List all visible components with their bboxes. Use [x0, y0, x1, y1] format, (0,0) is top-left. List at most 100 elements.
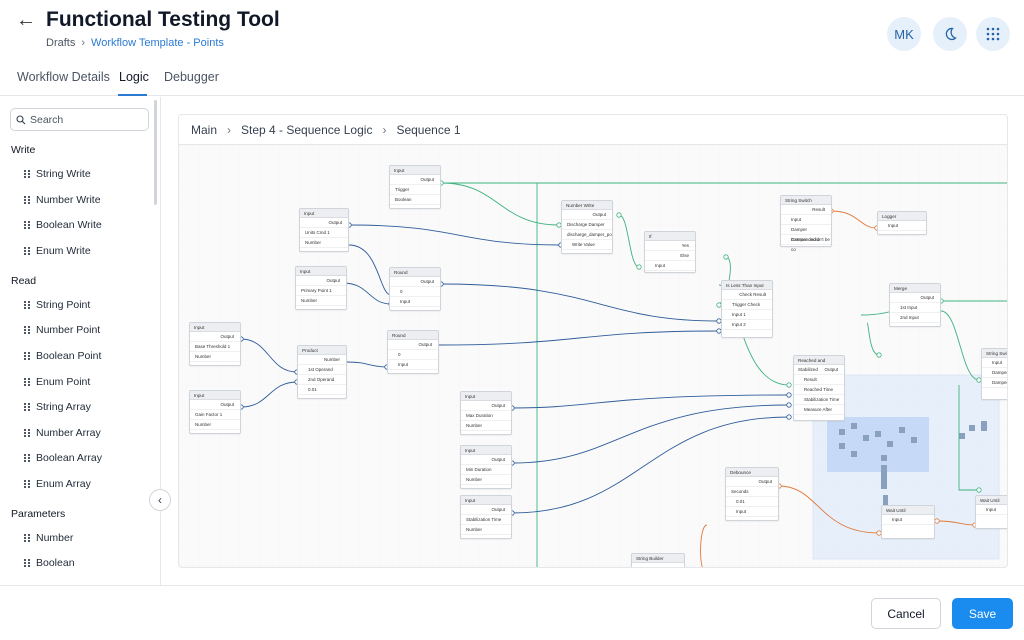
palette-item-number-write[interactable]: Number Write: [24, 194, 101, 206]
node-merge[interactable]: Merge Output 1st Input 2nd Input: [889, 283, 941, 327]
node-field: Trigger: [390, 185, 440, 195]
node-title: String Switch: [781, 196, 831, 205]
node-title: If: [645, 232, 695, 241]
section-label-read: Read: [11, 275, 37, 287]
node-input-max-duration[interactable]: Input Output Max Duration Number: [460, 391, 512, 435]
palette-item-boolean-write[interactable]: Boolean Write: [24, 219, 102, 231]
palette-item-label: Number Array: [36, 427, 101, 439]
node-wait-until-2[interactable]: Wait Until Input: [975, 495, 1007, 529]
palette-item-string-array[interactable]: String Array: [24, 401, 91, 413]
palette-item-string-point[interactable]: String Point: [24, 299, 90, 311]
drag-handle-icon: [24, 351, 30, 361]
node-number-write[interactable]: Number Write Output Discharge Damper dis…: [561, 200, 613, 254]
dark-mode-moon-icon[interactable]: [933, 17, 967, 51]
cancel-button[interactable]: Cancel: [871, 598, 941, 629]
collapse-sidebar-chevron-left-icon[interactable]: ‹: [149, 489, 171, 511]
apps-grid-icon[interactable]: [976, 17, 1010, 51]
back-arrow-icon[interactable]: ←: [16, 9, 36, 31]
palette-item-string-write[interactable]: String Write: [24, 168, 91, 180]
save-button[interactable]: Save: [952, 598, 1013, 629]
node-port-label: Output: [390, 175, 440, 185]
palette-item-label: Boolean Array: [36, 452, 102, 464]
node-field: Number: [190, 420, 240, 430]
node-field: Number: [461, 525, 511, 535]
node-port-label: Yes: [645, 241, 695, 251]
node-less-than[interactable]: Is Less Than Input Check Result Trigger …: [721, 280, 773, 338]
tab-logic[interactable]: Logic: [119, 70, 149, 84]
node-round-2[interactable]: Round Output 0 Input: [387, 330, 439, 374]
palette-item-label: Number Point: [36, 324, 101, 336]
sidebar-scrollbar[interactable]: [154, 100, 157, 205]
node-field: 0: [390, 287, 440, 297]
node-input-base[interactable]: Input Output Base Threshold 1 Number: [189, 322, 241, 366]
node-field: Max Duration: [461, 411, 511, 421]
node-string-switch-2[interactable]: String Switch Input Damper cou Damper co…: [981, 348, 1007, 400]
node-input-units[interactable]: Input Output Units Cmd 1 Number: [299, 208, 349, 252]
node-logger[interactable]: Logger Input: [877, 211, 927, 235]
palette-item-number-array[interactable]: Number Array: [24, 427, 101, 439]
node-wait-until[interactable]: Wait Until Input: [881, 505, 935, 539]
node-port-label: Output: [190, 332, 240, 342]
tab-workflow-details[interactable]: Workflow Details: [17, 70, 110, 84]
drag-handle-icon: [24, 402, 30, 412]
node-port-label: Input 1: [722, 310, 772, 320]
node-input-stabilization[interactable]: Input Output Stabilization Time Number: [460, 495, 512, 539]
node-if[interactable]: If Yes Else Input: [644, 231, 696, 273]
search-input[interactable]: [30, 113, 140, 126]
node-reached-stabilized[interactable]: Reached and Stabilized Output Result Rea…: [793, 355, 845, 421]
canvas-crumb-step[interactable]: Step 4 - Sequence Logic: [241, 122, 373, 137]
tab-debugger[interactable]: Debugger: [164, 70, 219, 84]
node-title: Input: [190, 391, 240, 400]
breadcrumb-drafts[interactable]: Drafts: [46, 37, 76, 49]
node-input-gain[interactable]: Input Output Gain Factor 1 Number: [189, 390, 241, 434]
palette-item-enum-array[interactable]: Enum Array: [24, 478, 91, 490]
node-product[interactable]: Product Number 1st Operand 2nd Operand 0…: [297, 345, 347, 399]
node-port-label: Trigger Check: [722, 300, 772, 310]
node-string-builder[interactable]: String Builder: [631, 553, 685, 567]
node-title: Round: [390, 268, 440, 277]
search-box[interactable]: [10, 108, 149, 131]
node-title: Logger: [878, 212, 926, 221]
palette-item-number[interactable]: Number: [24, 532, 73, 544]
node-string-switch[interactable]: String Switch Result Input Damper comman…: [780, 195, 832, 252]
node-graph[interactable]: Input Output Trigger Boolean Number Writ…: [179, 145, 1007, 567]
node-title: Round: [388, 331, 438, 340]
breadcrumb-current[interactable]: Workflow Template - Points: [91, 37, 224, 49]
node-debounce[interactable]: Debounce Output Seconds 0.01 Input: [725, 467, 779, 521]
node-port-label: Damper cou: [982, 378, 1007, 388]
node-input-min-duration[interactable]: Input Output Min Duration Number: [460, 445, 512, 489]
app-header: ← Functional Testing Tool Drafts › Workf…: [0, 0, 1024, 60]
node-title: Wait Until: [882, 506, 934, 515]
canvas-crumb-main[interactable]: Main: [191, 122, 218, 137]
node-port-label: Check Result: [722, 290, 772, 300]
node-field: Number: [300, 238, 348, 248]
node-input-trigger[interactable]: Input Output Trigger Boolean: [389, 165, 441, 209]
node-round-1[interactable]: Round Output 0 Input: [389, 267, 441, 311]
node-palette-sidebar: Write String Write Number Write Boolean …: [0, 97, 161, 585]
palette-item-label: Boolean Write: [36, 219, 102, 231]
node-port-label: 1st Operand: [298, 365, 346, 375]
node-field: Number: [461, 475, 511, 485]
node-input-primary[interactable]: Input Output Primary Point 1 Number: [295, 266, 347, 310]
node-field: discharge_damper_po: [562, 230, 612, 240]
node-port-label: Output: [461, 455, 511, 465]
drag-handle-icon: [24, 558, 30, 568]
node-title: Reached and Stabilized: [794, 356, 844, 372]
palette-item-enum-point[interactable]: Enum Point: [24, 376, 90, 388]
palette-item-label: Boolean: [36, 557, 75, 569]
logic-canvas-panel: Main › Step 4 - Sequence Logic › Sequenc…: [178, 114, 1008, 568]
palette-item-enum-write[interactable]: Enum Write: [24, 245, 91, 257]
node-port-label: Output: [562, 210, 612, 220]
avatar[interactable]: MK: [887, 17, 921, 51]
palette-item-boolean-array[interactable]: Boolean Array: [24, 452, 102, 464]
node-field: 0.01: [298, 385, 346, 395]
search-icon: [16, 114, 26, 124]
node-port-label: Output: [300, 218, 348, 228]
node-port-label: Measure After: [794, 405, 844, 415]
node-field: 0: [388, 350, 438, 360]
palette-item-boolean[interactable]: Boolean: [24, 557, 75, 569]
palette-item-boolean-point[interactable]: Boolean Point: [24, 350, 101, 362]
node-title: Debounce: [726, 468, 778, 477]
tab-bar: Workflow Details Logic Debugger: [0, 60, 1024, 96]
palette-item-number-point[interactable]: Number Point: [24, 324, 100, 336]
